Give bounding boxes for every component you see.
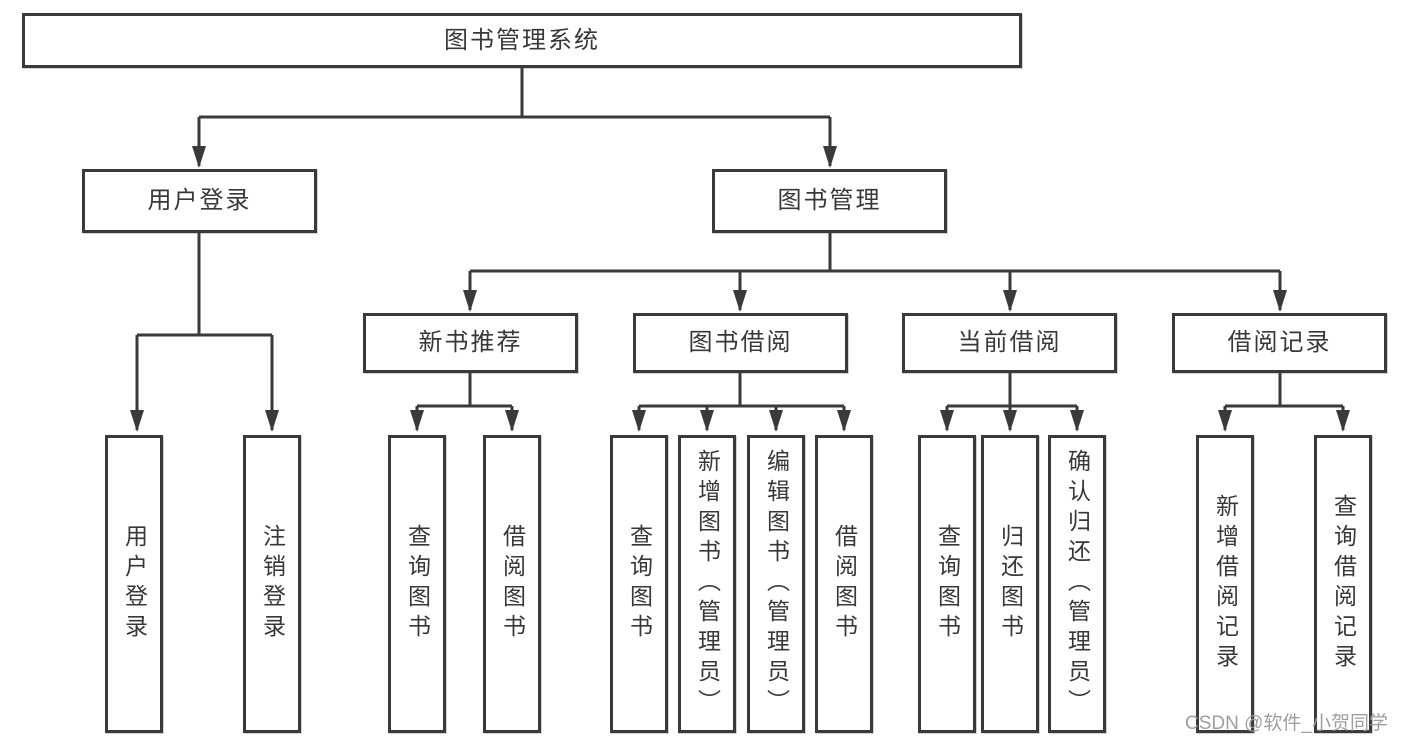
- node-book-borrowing: 图书借阅: [633, 313, 848, 373]
- leaf-add-books-admin: 新增图书（管理员）: [678, 435, 736, 733]
- leaf-add-borrow-record: 新增借阅记录: [1196, 435, 1254, 733]
- node-label: 查询借阅记录: [1330, 494, 1357, 674]
- connector-segments: [137, 68, 1343, 408]
- leaf-borrow-books-recommend: 借阅图书: [483, 435, 541, 733]
- node-label: 借阅记录: [1227, 329, 1332, 356]
- arrow-segments: [130, 117, 1350, 432]
- node-label: 注销登录: [259, 524, 286, 644]
- node-user-login: 用户登录: [82, 169, 317, 233]
- leaf-query-books-recommend: 查询图书: [388, 435, 446, 733]
- node-label: 查询图书: [404, 524, 431, 644]
- node-current-borrowing: 当前借阅: [902, 313, 1117, 373]
- node-book-management: 图书管理: [712, 169, 947, 233]
- node-library-management-system: 图书管理系统: [22, 13, 1022, 68]
- node-label: 用户登录: [147, 187, 252, 214]
- node-label: 借阅图书: [499, 524, 526, 644]
- node-label: 查询图书: [934, 524, 961, 644]
- node-label: 确认归还（管理员）: [1064, 449, 1091, 719]
- node-label: 用户登录: [121, 524, 148, 644]
- leaf-confirm-return-admin: 确认归还（管理员）: [1048, 435, 1106, 733]
- node-label: 图书借阅: [688, 329, 793, 356]
- node-label: 查询图书: [626, 524, 653, 644]
- leaf-edit-books-admin: 编辑图书（管理员）: [747, 435, 805, 733]
- node-new-book-recommendation: 新书推荐: [363, 313, 578, 373]
- leaf-query-books-borrow: 查询图书: [610, 435, 668, 733]
- node-label: 新增借阅记录: [1212, 494, 1239, 674]
- node-label: 新增图书（管理员）: [694, 449, 721, 719]
- watermark-text: CSDN @软件_小贺同学: [1185, 713, 1388, 734]
- node-borrowing-records: 借阅记录: [1172, 313, 1387, 373]
- node-label: 编辑图书（管理员）: [763, 449, 790, 719]
- node-label: 当前借阅: [957, 329, 1062, 356]
- node-label: 借阅图书: [831, 524, 858, 644]
- node-label: 新书推荐: [418, 329, 523, 356]
- leaf-logout: 注销登录: [243, 435, 301, 733]
- leaf-query-borrow-record: 查询借阅记录: [1314, 435, 1372, 733]
- leaf-return-books: 归还图书: [981, 435, 1039, 733]
- leaf-borrow-books: 借阅图书: [815, 435, 873, 733]
- leaf-query-books-current: 查询图书: [918, 435, 976, 733]
- node-label: 图书管理: [777, 187, 882, 214]
- node-label: 归还图书: [997, 524, 1024, 644]
- leaf-user-login: 用户登录: [105, 435, 163, 733]
- node-label: 图书管理系统: [444, 26, 600, 54]
